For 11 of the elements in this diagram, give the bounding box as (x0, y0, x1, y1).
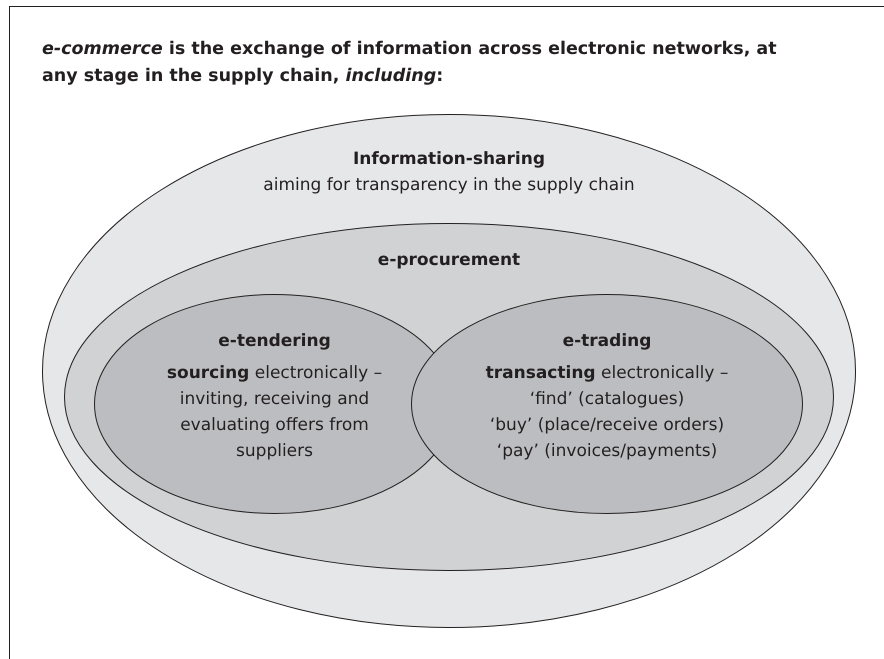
heading: e-procurement (376, 249, 522, 272)
description: aiming for transparency in the supply chain (262, 174, 636, 197)
description: sourcing electronically – inviting, receiving and evaluating offers from suppliers (166, 362, 384, 463)
heading: e-tendering (217, 330, 332, 353)
description: ‘pay’ (invoices/payments) (496, 440, 718, 463)
description: ‘find’ (catalogues) (528, 388, 686, 411)
description: ‘buy’ (place/receive orders) (488, 414, 726, 437)
heading: Information-sharing (352, 148, 546, 171)
title: e-commerce is the exchange of information across electronic networks, at any stage in the supply chain, including: (42, 38, 778, 88)
description: transacting electronically – (484, 362, 730, 385)
heading: e-trading (562, 330, 652, 353)
